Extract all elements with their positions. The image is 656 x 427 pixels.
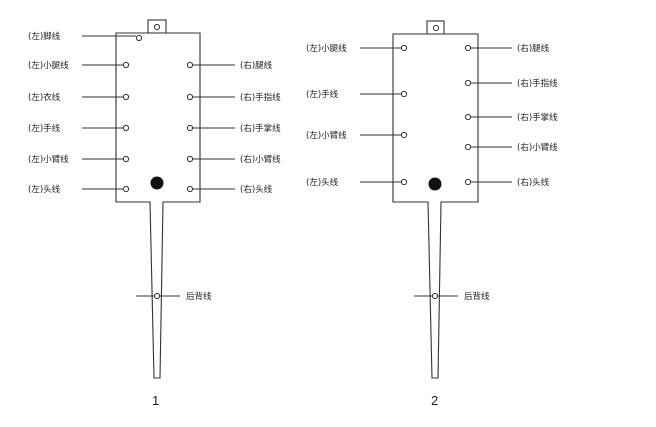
label-back: 后背线 <box>186 291 212 302</box>
wire-hole <box>186 185 194 193</box>
wire-hole <box>122 124 130 132</box>
diagram-number: 1 <box>152 393 159 408</box>
label-right-leg: (右)腿线 <box>517 43 550 54</box>
wire-hole <box>464 113 472 121</box>
control-knob <box>150 176 164 190</box>
hanging-hole <box>153 23 161 31</box>
wire-hole <box>400 178 408 186</box>
wire-hole <box>400 131 408 139</box>
label-left-forearm: (左)小臂线 <box>28 154 69 165</box>
label-left-hand: (左)手线 <box>306 89 339 100</box>
control-knob <box>428 177 442 191</box>
wire-hole <box>464 143 472 151</box>
diagram-2: (左)小腿线 (左)手线 (左)小臂线 (左)头线 (右)腿线 (右)手指线 (… <box>306 20 558 408</box>
wire-hole <box>122 61 130 69</box>
label-back: 后背线 <box>464 291 490 302</box>
diagram-1: (左)脚线 (左)小腿线 (左)衣线 (左)手线 (左)小臂线 (左)头线 (右… <box>28 19 281 408</box>
label-left-foot: (左)脚线 <box>28 31 61 42</box>
diagram-number: 2 <box>431 393 438 408</box>
label-left-calf: (左)小腿线 <box>306 43 347 54</box>
wire-hole <box>431 292 439 300</box>
wire-hole <box>153 292 161 300</box>
wire-hole <box>135 34 143 42</box>
label-right-leg: (右)腿线 <box>240 60 273 71</box>
hanging-hole <box>432 24 440 32</box>
label-right-forearm: (右)小臂线 <box>517 142 558 153</box>
label-right-head: (右)头线 <box>517 177 550 188</box>
wire-hole <box>186 93 194 101</box>
wire-hole <box>186 155 194 163</box>
wire-hole <box>464 178 472 186</box>
label-right-head: (右)头线 <box>240 184 273 195</box>
control-board <box>392 33 479 379</box>
wire-hole <box>186 124 194 132</box>
label-right-finger: (右)手指线 <box>240 92 281 103</box>
wire-hole <box>400 90 408 98</box>
label-left-hand: (左)手线 <box>28 123 61 134</box>
label-right-palm: (右)手掌线 <box>240 123 281 134</box>
wire-hole <box>464 44 472 52</box>
label-left-forearm: (左)小臂线 <box>306 130 347 141</box>
label-left-head: (左)头线 <box>306 177 339 188</box>
wire-hole <box>186 61 194 69</box>
label-right-palm: (右)手掌线 <box>517 112 558 123</box>
wire-hole <box>464 79 472 87</box>
wire-hole <box>122 185 130 193</box>
label-right-forearm: (右)小臂线 <box>240 154 281 165</box>
label-left-head: (左)头线 <box>28 184 61 195</box>
wire-hole <box>122 93 130 101</box>
wire-hole <box>400 44 408 52</box>
wire-hole <box>122 155 130 163</box>
control-board <box>115 32 201 379</box>
label-left-calf: (左)小腿线 <box>28 60 69 71</box>
label-left-clothes: (左)衣线 <box>28 92 61 103</box>
label-right-finger: (右)手指线 <box>517 78 558 89</box>
